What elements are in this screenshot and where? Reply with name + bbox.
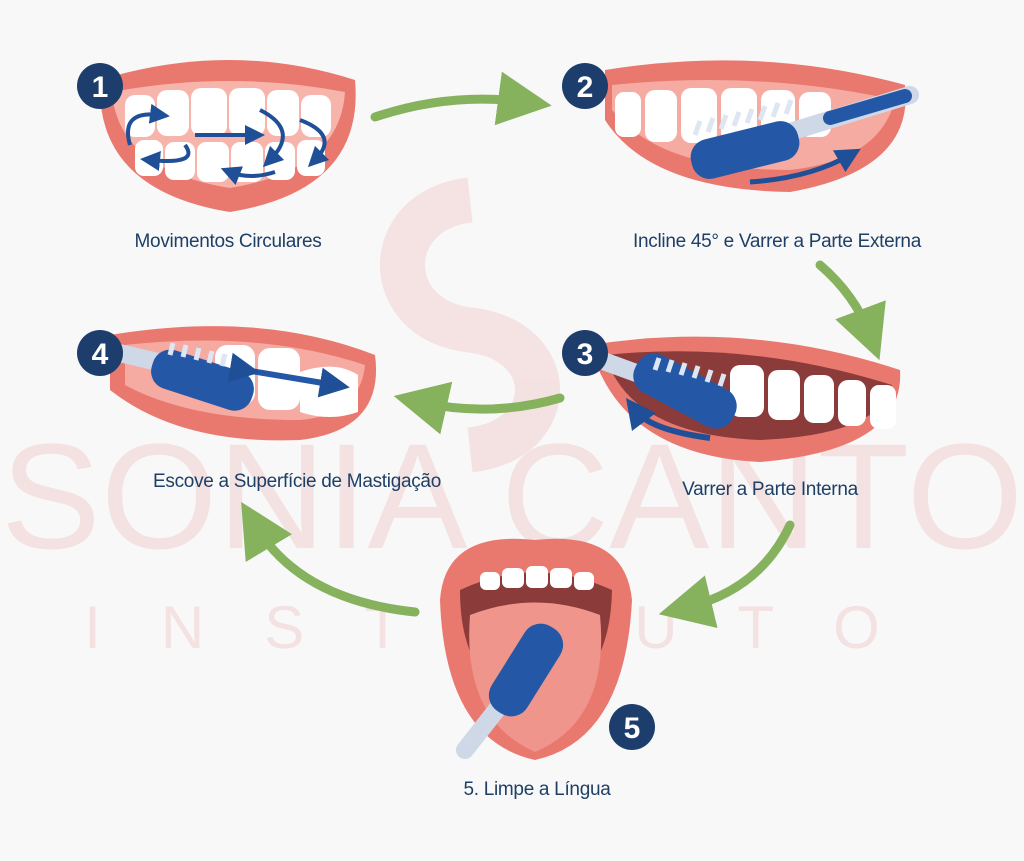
step-1-badge: 1: [77, 63, 123, 109]
step-4-badge: 4: [77, 330, 123, 376]
step-2-label: Incline 45° e Varrer a Parte Externa: [633, 231, 922, 252]
arrow-1-to-2: [370, 71, 552, 126]
step-3-illustration: [586, 336, 901, 462]
step-3-label: Varrer a Parte Interna: [682, 479, 858, 500]
step-4-illustration: [106, 326, 377, 441]
step-4-label: Escove a Superfície de Mastigação: [153, 471, 441, 492]
step-2-illustration: [605, 60, 919, 192]
step-5-number: 5: [624, 712, 641, 745]
step-2-badge: 2: [562, 63, 608, 109]
step-1-number: 1: [92, 71, 109, 104]
step-4-number: 4: [92, 338, 109, 371]
step-5-illustration: [440, 538, 632, 760]
step-1-illustration: [99, 60, 356, 212]
step-1-label: Movimentos Circulares: [135, 231, 322, 252]
arrow-3-to-5: [658, 520, 795, 628]
flow-arrows: [241, 71, 886, 628]
step-2-number: 2: [577, 71, 594, 104]
arrow-2-to-3: [815, 260, 886, 361]
step-5-badge: 5: [609, 704, 655, 750]
arrow-3-to-4: [393, 381, 565, 435]
step-3-number: 3: [577, 338, 594, 371]
step-5-label: 5. Limpe a Língua: [463, 779, 611, 800]
step-3-badge: 3: [562, 330, 608, 376]
arrow-5-to-4: [241, 501, 420, 617]
